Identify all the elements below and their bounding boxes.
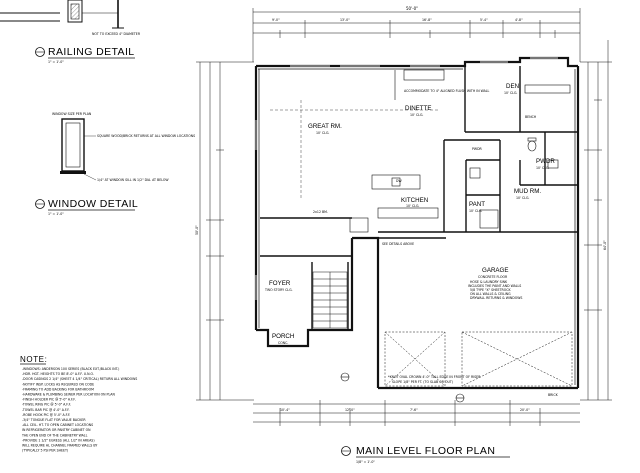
main-level-floor-plan: 50'-0" 9'-0" 13'-0" 16'-8" 5'-4" 4'-8" 5…: [195, 6, 612, 464]
room-kitchen-clg: 10' CLG.: [406, 204, 419, 208]
plan-title: MAIN LEVEL FLOOR PLAN: [356, 445, 495, 457]
room-pwdr-clg: 10' CLG.: [536, 166, 549, 170]
dim-top-2: 13'-0": [340, 18, 350, 22]
railing-detail-scale: 1" = 1'-0": [48, 60, 64, 64]
room-pwdr: PWDR: [536, 158, 555, 165]
note-line: -ALL CEIL. HT. TO OPEN CABINET LOCATIONS: [22, 423, 93, 427]
garage-note-4: ON ALL WALLS & CEILING: [470, 292, 511, 296]
pantry-note: ACCOMMODATE TO 4" ALIGNED FLUSH WITH IN …: [404, 89, 490, 93]
dim-top-5: 4'-8": [515, 18, 523, 22]
dim-bottom-2: 12'-0": [345, 408, 355, 412]
note-line: -ROBE HOOK PIC @ 5'-0" A.F.F.: [22, 413, 70, 417]
note-line: -NOTIFY INSP. LOCKS AS REQUIRED ON CODE: [22, 382, 94, 386]
brick-label: BRICK: [548, 393, 559, 397]
room-great: GREAT RM.: [308, 123, 342, 130]
railing-callout: NOT TO EXCEED 4" DIAMETER: [92, 32, 141, 36]
notes-lines: -WINDOWS: ANDERSON 100 SERIES (BLACK EXT…: [21, 367, 137, 453]
room-great-clg: 10' CLG.: [316, 131, 329, 135]
note-line: IN REFRIGERATOR OR PANTRY CABINET ON: [22, 428, 91, 432]
beam-label: 2x12 BM.: [313, 210, 328, 214]
pwdr-label: PWDR: [472, 147, 483, 151]
notes-heading: NOTE:: [20, 355, 47, 364]
window-callout-1: SQUARE WOOD/BRICK RETURNS AT ALL WINDOW …: [97, 134, 195, 138]
dim-top-1: 9'-0": [272, 18, 280, 22]
room-garage-clg: CONCRETE FLOOR: [478, 275, 508, 279]
dim-bottom-3: 7'-6": [410, 408, 418, 412]
bench-label: BENCH: [525, 115, 537, 119]
note-line: -DOOR CASINGS 2 1/4" (SHEET 4 1/4" CRITI…: [22, 377, 137, 381]
note-line: (TYPICALLY 5 PSI PER SHEET): [22, 449, 68, 453]
bottom-dimensions: [253, 400, 580, 426]
garage-note-3: 5/8 TYPE "X" SHEETROCK: [470, 288, 511, 292]
note-line: -HARDWARE & PLUMBING SEWER PER LOCATION …: [22, 393, 115, 397]
room-mud-clg: 10' CLG.: [516, 196, 529, 200]
note-line: -HDR. HGT. HEIGHTS TO BE 8'-0" A.F.F. U.…: [22, 372, 94, 376]
room-garage: GARAGE: [482, 267, 508, 274]
window-detail-scale: 1" = 1'-0": [48, 212, 64, 216]
note-line: -TOWEL RING PIC @ 5'-0" A.F.F.: [22, 403, 71, 407]
room-pant-clg: 10' CLG.: [469, 209, 482, 213]
note-line: -WINDOWS: ANDERSON 100 SERIES (BLACK EXT…: [22, 367, 119, 371]
garage-doors: [384, 331, 573, 387]
dim-top-3: 16'-8": [422, 18, 432, 22]
stair-note: SEE DETAILS ABOVE: [382, 242, 414, 246]
room-pant: PANT: [469, 201, 485, 208]
garage-note-1: HOSE & LAUNDRY SINK: [470, 280, 508, 284]
room-dinette-clg: 10' CLG.: [410, 113, 423, 117]
window-callout-2: 1/4" AT WINDOW SILL IN 1/2" DIA. AT BELO…: [97, 178, 169, 182]
window-glass: [255, 57, 558, 300]
room-den-clg: 10' CLG.: [504, 91, 517, 95]
plan-scale: 1/8" = 1'-0": [356, 460, 375, 464]
right-dimensions: [580, 40, 612, 401]
stairs: [312, 271, 348, 329]
railing-detail: NOT TO EXCEED 4" DIAMETER RAILING DETAIL…: [0, 0, 141, 64]
fixtures: [469, 84, 571, 229]
top-dimensions: [252, 8, 581, 62]
garage-note-2: INCLUDES THE PAINT AND WALLS: [468, 284, 521, 288]
note-line: -FINISH HOLDER PIC @ 5'-0" A.F.F.: [22, 398, 76, 402]
note-line: -PROVIDE 1 1/2" EGRESS (ALL 1/2" IN AREA…: [22, 438, 95, 442]
room-foyer-clg: TWO STORY CLG.: [264, 288, 293, 292]
room-porch-clg: CONC.: [278, 341, 288, 345]
section-marker: [340, 372, 465, 403]
room-kitchen: KITCHEN: [401, 197, 428, 204]
note-line: WILL REQUIRE AL CHANNEL FRAMED WALLS BY: [22, 444, 97, 448]
dim-bottom-4: 20'-0": [520, 408, 530, 412]
interior-walls: [260, 66, 578, 330]
overall-depth-dim: 50'-0": [195, 225, 199, 235]
room-den: DEN: [506, 83, 519, 90]
window-size-note: WINDOW SIZE PER PLAN: [52, 112, 92, 116]
window-detail: WINDOW SIZE PER PLAN SQUARE WOOD/BRICK R…: [35, 112, 195, 216]
garage-door-note: *KNOT OVAL CROWN 4'-0" TALL EDGE IN FRON…: [388, 375, 481, 379]
note-line: -FRAMING TO ADD BACKING FOR BATHROOM: [22, 387, 94, 391]
dim-top-4: 5'-4": [480, 18, 488, 22]
note-line: -3/4" TONGUE FLAT FOR VALUE BACKER: [22, 418, 86, 422]
left-dimensions: [196, 61, 254, 401]
dw-label: DW: [396, 179, 402, 183]
room-dinette: DINETTE: [405, 105, 431, 112]
room-foyer: FOYER: [269, 280, 291, 287]
garage-note-5: DRYWALL RETURNS & WINDOWS: [470, 296, 522, 300]
dim-bottom-1: 10'-4": [280, 408, 290, 412]
overall-width-dim: 50'-0": [406, 6, 418, 11]
note-line: THE OPEN END OF THE CABINETRY WALL: [21, 433, 88, 437]
kitchen-counters: [349, 69, 445, 233]
room-porch: PORCH: [272, 333, 294, 340]
note-line: -TOWEL BAR PIC @ 4'-0" A.F.F.: [22, 408, 70, 412]
right-depth-dim: 64'-0": [603, 240, 607, 250]
railing-detail-title: RAILING DETAIL: [48, 46, 135, 58]
general-notes: NOTE: -WINDOWS: ANDERSON 100 SERIES (BLA…: [20, 355, 137, 453]
garage-door-note-2: SLOPE 1/8" PER FT. (TO SLAB OR OUT): [392, 380, 453, 384]
window-detail-title: WINDOW DETAIL: [48, 198, 138, 210]
room-mud: MUD RM.: [514, 188, 541, 195]
